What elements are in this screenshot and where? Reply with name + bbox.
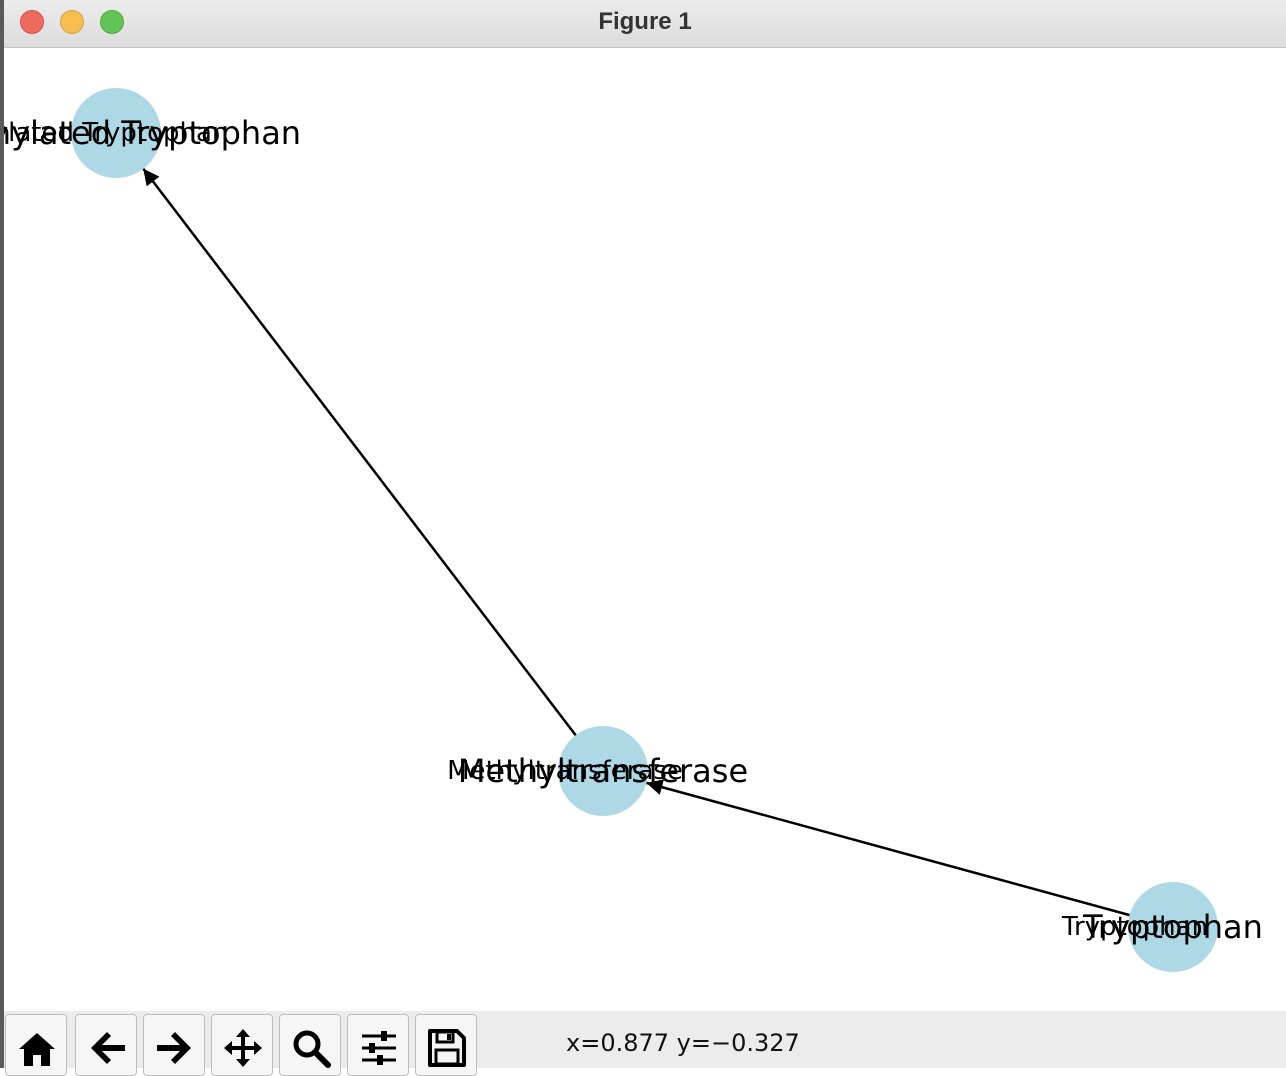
edge-tryptophan-to-methyltransferase [646, 779, 1130, 917]
window-edge [0, 0, 4, 1068]
network-graph: Methylated TryptophanMethylated Tryptoph… [4, 88, 1263, 972]
edges [142, 168, 1130, 917]
home-button[interactable] [5, 1014, 67, 1076]
node-label-methyltransferase: Methyltransferase [447, 756, 683, 786]
configure-subplots-button[interactable] [347, 1014, 409, 1076]
arrow-right-icon [157, 1032, 191, 1064]
zoom-button[interactable] [279, 1014, 341, 1076]
title-bar: Figure 1 [4, 0, 1286, 48]
move-icon [224, 1029, 262, 1067]
figure-canvas[interactable]: Methylated TryptophanMethylated Tryptoph… [4, 49, 1286, 1011]
floppy-disk-icon [428, 1029, 466, 1067]
window-title: Figure 1 [598, 8, 692, 35]
navigation-toolbar: x=0.877 y=−0.327 [4, 1011, 1286, 1076]
save-button[interactable] [415, 1014, 477, 1076]
maximize-button[interactable] [100, 10, 124, 34]
sliders-icon [362, 1031, 396, 1065]
home-icon [19, 1033, 55, 1066]
node-labels: Methylated TryptophanMethylated Tryptoph… [4, 114, 1263, 946]
close-button[interactable] [20, 10, 44, 34]
node-label-methylated-tryptophan: Methylated Tryptophan [4, 114, 301, 152]
pan-button[interactable] [211, 1014, 273, 1076]
back-button[interactable] [75, 1014, 137, 1076]
magnifier-icon [293, 1030, 331, 1068]
arrow-left-icon [91, 1032, 125, 1064]
nodes [71, 88, 1218, 972]
node-methyltransferase [558, 726, 648, 816]
minimize-button[interactable] [60, 10, 84, 34]
edge-methyltransferase-to-methylated-tryptophan [142, 168, 577, 736]
node-tryptophan [1128, 882, 1218, 972]
node-methylated-tryptophan [71, 88, 161, 178]
node-label-tryptophan: Tryptophan [1082, 908, 1263, 946]
node-label-methylated-tryptophan: Methylated Tryptophan [4, 118, 228, 148]
node-label-tryptophan: Tryptophan [1061, 912, 1208, 942]
node-label-methyltransferase: Methyltransferase [458, 752, 748, 790]
cursor-coordinates: x=0.877 y=−0.327 [566, 1029, 800, 1057]
forward-button[interactable] [143, 1014, 205, 1076]
